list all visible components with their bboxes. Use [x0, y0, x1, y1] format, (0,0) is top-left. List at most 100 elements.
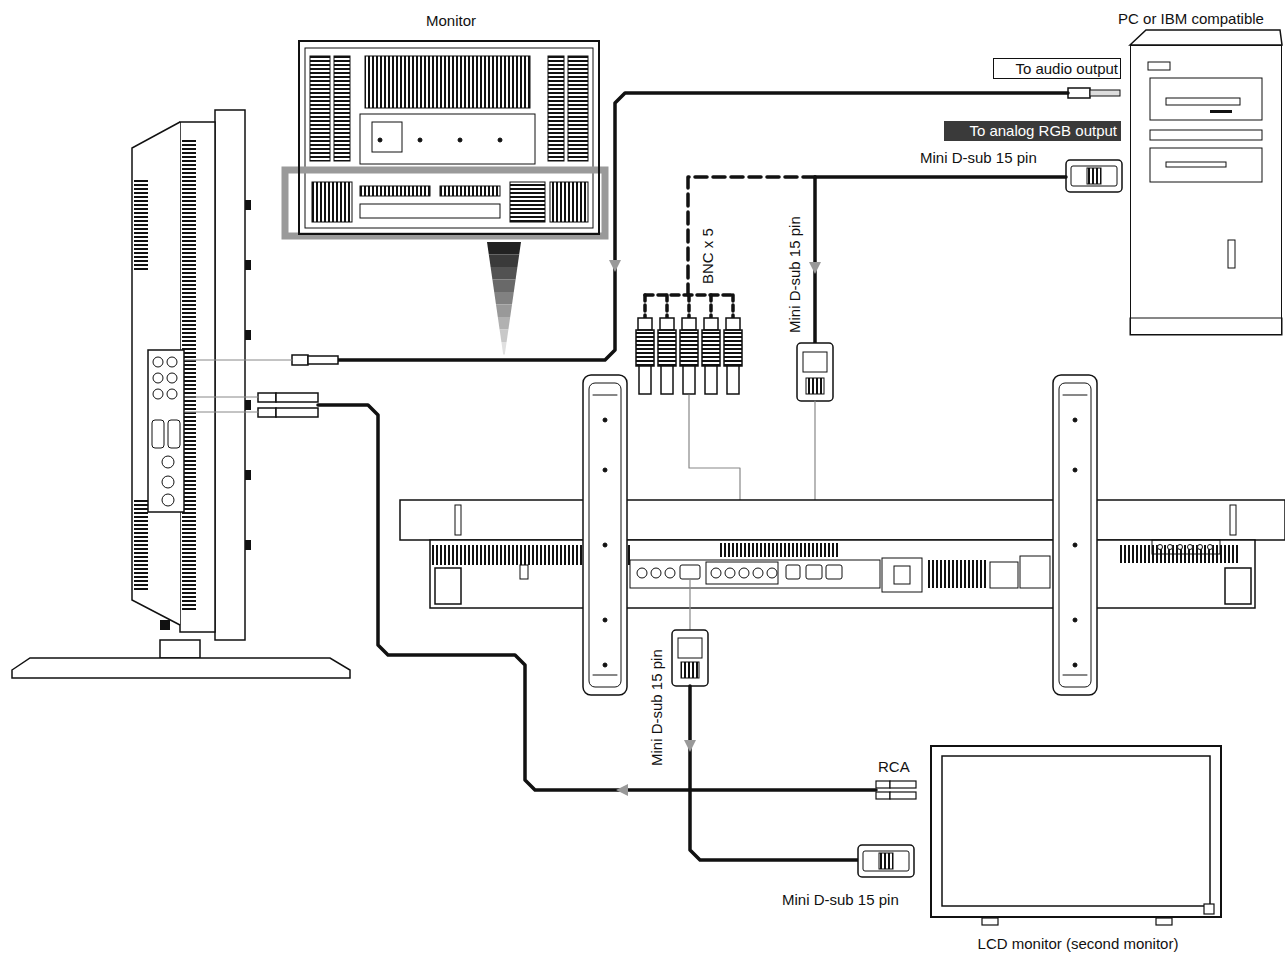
- illustration-part: [1073, 418, 1077, 422]
- illustration-part: [365, 56, 530, 108]
- illustration-part: [310, 56, 330, 161]
- illustration-part: [826, 565, 842, 579]
- illustration-part: [168, 420, 180, 448]
- illustration-part: [160, 620, 170, 630]
- illustration-part: [603, 418, 607, 422]
- illustration-part: [185, 397, 258, 398]
- illustration-part: [492, 280, 515, 293]
- illustration-part: [636, 330, 654, 366]
- illustration-part: [680, 330, 698, 366]
- connector-label: Mini D-sub 15 pin: [920, 149, 1037, 167]
- illustration-part: [589, 383, 621, 687]
- illustration-part: [1225, 568, 1251, 604]
- illustration-part: [637, 568, 647, 578]
- connector-label: Mini D-sub 15 pin: [782, 891, 899, 909]
- illustration-part: [786, 565, 800, 579]
- illustration-part: [609, 260, 621, 272]
- illustration-part: [942, 756, 1210, 906]
- illustration-part: [720, 543, 840, 557]
- illustration-part: [153, 389, 163, 399]
- illustration-part: [548, 56, 564, 161]
- connector-label: Mini D-sub 15 pin: [648, 649, 666, 766]
- illustration-part: [1130, 318, 1282, 335]
- illustration-part: [890, 781, 916, 788]
- illustration-part: [134, 500, 148, 590]
- connector-label: Mini D-sub 15 pin: [786, 216, 804, 333]
- illustration-part: [858, 845, 914, 877]
- illustration-part: [245, 330, 251, 340]
- illustration-part: [418, 138, 422, 142]
- illustration-part: [1063, 675, 1087, 676]
- illustration-part: [894, 566, 910, 584]
- illustration-part: [890, 792, 916, 799]
- illustration-part: [215, 110, 245, 640]
- illustration-part: [1188, 545, 1193, 550]
- illustration-part: [152, 420, 164, 448]
- illustration-part: [806, 378, 824, 394]
- illustration-part: [245, 540, 251, 550]
- illustration-part: [498, 317, 510, 330]
- illustration-part: [498, 138, 502, 142]
- illustration-part: [753, 568, 763, 578]
- illustration-part: [1152, 540, 1220, 554]
- illustration-part: [245, 200, 251, 210]
- illustration-part: [879, 853, 893, 869]
- illustration-part: [1150, 78, 1262, 120]
- illustration-part: [813, 177, 817, 343]
- illustration-part: [709, 295, 713, 318]
- device-box: LCD monitor (second monitor): [930, 745, 1222, 918]
- illustration-part: [706, 562, 778, 584]
- illustration-part: [1150, 130, 1262, 140]
- illustration-part: [630, 560, 880, 588]
- illustration-part: [726, 318, 740, 330]
- illustration-part: [809, 262, 821, 274]
- illustration-part: [767, 568, 777, 578]
- illustration-part: [501, 342, 506, 355]
- node-label: PC or IBM compatible: [1091, 10, 1285, 28]
- illustration-part: [727, 366, 739, 394]
- illustration-part: [1073, 618, 1077, 622]
- illustration-part: [12, 30, 1285, 925]
- illustration-part: [1073, 468, 1077, 472]
- illustration-part: [491, 267, 518, 280]
- illustration-part: [520, 565, 528, 579]
- illustration-part: [680, 565, 700, 579]
- illustration-part: [400, 500, 1285, 540]
- illustration-part: [982, 918, 998, 925]
- illustration-part: [245, 400, 251, 410]
- illustration-part: [725, 568, 735, 578]
- illustration-part: [683, 366, 695, 394]
- illustration-part: [863, 851, 909, 871]
- illustration-part: [1148, 62, 1170, 70]
- illustration-part: [455, 505, 461, 535]
- illustration-part: [494, 292, 514, 305]
- illustration-part: [167, 389, 177, 399]
- illustration-part: [672, 630, 708, 686]
- node-label: To audio output: [994, 60, 1118, 78]
- illustration-part: [603, 543, 607, 547]
- illustration-part: [643, 295, 647, 318]
- illustration-part: [1178, 545, 1183, 550]
- illustration-part: [1073, 543, 1077, 547]
- illustration-part: [167, 373, 177, 383]
- illustration-part: [148, 350, 184, 512]
- illustration-part: [639, 366, 651, 394]
- illustration-part: [489, 255, 519, 268]
- illustration-part: [12, 658, 350, 678]
- illustration-part: [603, 468, 607, 472]
- illustration-part: [568, 56, 588, 161]
- illustration-part: [458, 138, 462, 142]
- node-label: To analog RGB output: [944, 122, 1117, 140]
- illustration-part: [334, 56, 350, 161]
- illustration-part: [153, 373, 163, 383]
- illustration-part: [1198, 545, 1203, 550]
- illustration-part: [372, 122, 402, 152]
- illustration-part: [378, 138, 382, 142]
- device-box: PC or IBM compatible: [1130, 45, 1282, 335]
- illustration-part: [1156, 918, 1172, 925]
- illustration-part: [550, 182, 588, 222]
- illustration-part: [162, 476, 174, 488]
- illustration-part: [276, 408, 318, 417]
- illustration-part: [1208, 545, 1213, 550]
- illustration-part: [360, 114, 535, 164]
